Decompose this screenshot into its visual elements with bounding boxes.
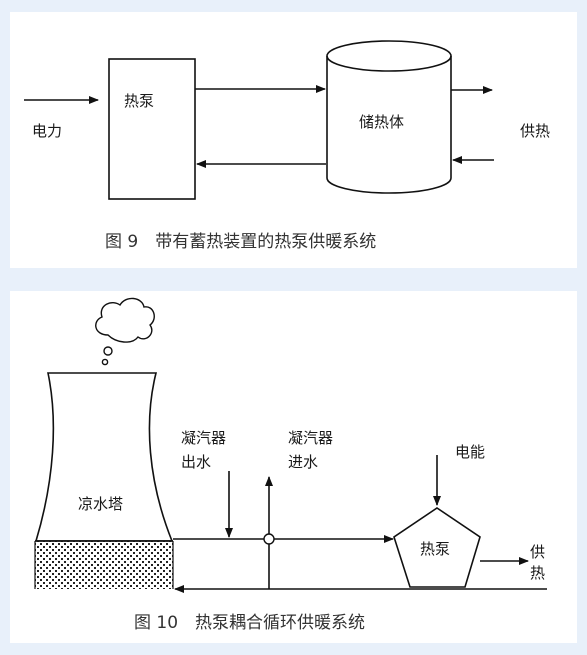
heat-pump-label: 热泵 (124, 92, 154, 110)
heat-pump-label: 热泵 (420, 540, 450, 558)
condenser-inlet-label-line2: 进水 (288, 453, 318, 471)
cooling-tower (34, 372, 174, 542)
power-input-label: 电力 (32, 122, 62, 140)
pipe-junction (263, 533, 275, 545)
condenser-outlet-label-line1: 凝汽器 (181, 429, 226, 447)
figure-10-diagram: 凉水塔 凝汽器 出水 凝汽器 进水 电能 热泵 供 热 图 10 热泵耦合循环供… (34, 297, 547, 633)
figure-10-panel: 凉水塔 凝汽器 出水 凝汽器 进水 电能 热泵 供 热 图 10 热泵耦合循环供… (10, 291, 577, 643)
cooling-tower-label: 凉水塔 (78, 495, 123, 513)
heat-supply-label-line1: 供 (530, 543, 545, 561)
storage-cylinder-top (326, 40, 452, 72)
storage-cylinder (326, 56, 452, 194)
storage-label: 储热体 (359, 113, 404, 131)
heat-pump-box (108, 58, 196, 200)
heat-pump-pentagon (393, 507, 481, 588)
condenser-inlet-label-line1: 凝汽器 (288, 429, 333, 447)
heat-supply-label: 供热 (520, 122, 550, 140)
condenser-outlet-label-line2: 出水 (181, 453, 211, 471)
heat-supply-label-line2: 热 (530, 564, 545, 582)
figure-9-diagram: 电力 热泵 储热体 供热 图 9 带有蓄热装置的热泵供暖系统 (24, 40, 550, 252)
electric-energy-label: 电能 (455, 443, 485, 461)
figure-9-panel: 电力 热泵 储热体 供热 图 9 带有蓄热装置的热泵供暖系统 (10, 12, 577, 268)
figure-9-caption: 图 9 带有蓄热装置的热泵供暖系统 (105, 232, 376, 252)
steam-cloud-icon (95, 297, 155, 366)
figure-10-caption: 图 10 热泵耦合循环供暖系统 (134, 613, 365, 633)
cooling-tower-basin-fill (35, 541, 173, 589)
